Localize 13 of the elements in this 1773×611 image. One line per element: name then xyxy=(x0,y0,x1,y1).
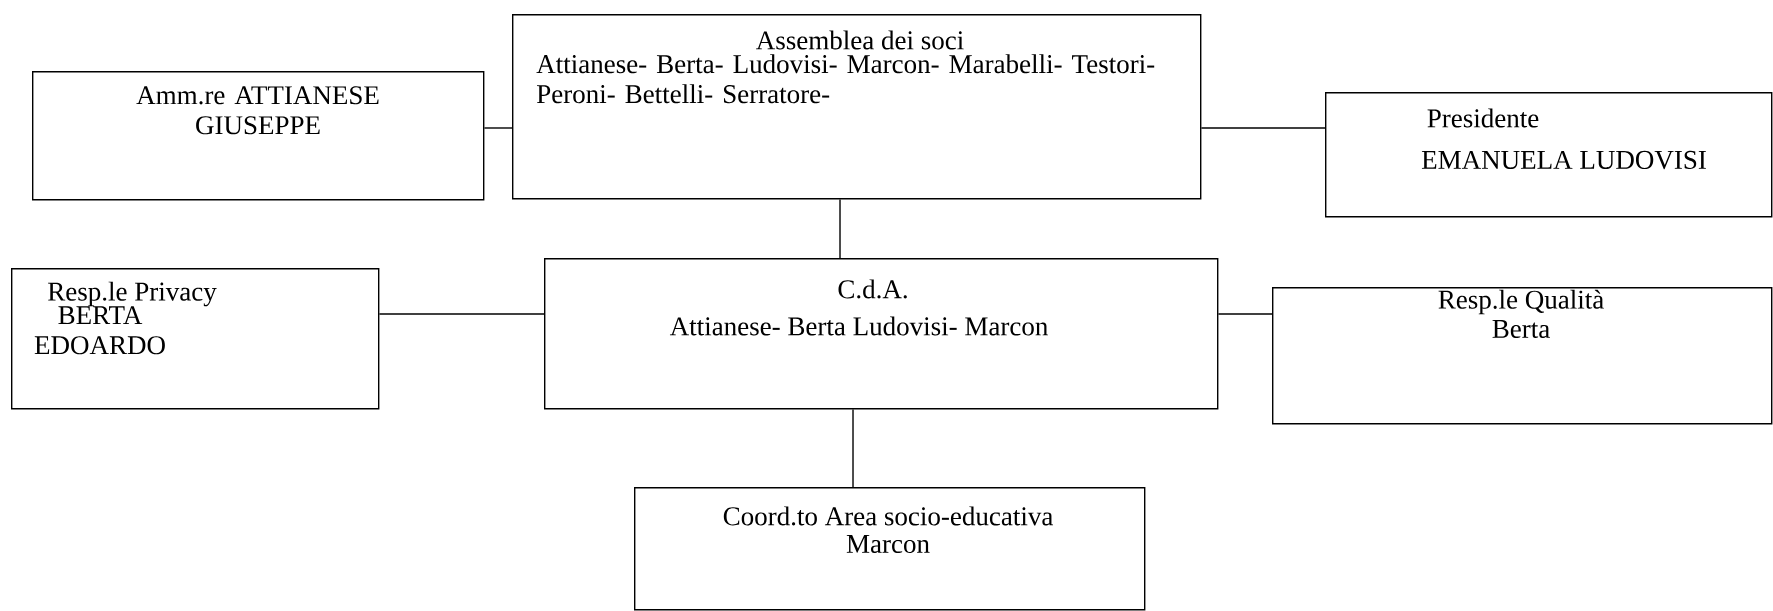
org-box: Amm.re ATTIANESE GIUSEPPE xyxy=(32,71,485,201)
org-box: Resp.le Qualità Berta xyxy=(1272,287,1773,425)
org-box: C.d.A. Attianese- Berta Ludovisi- Marcon xyxy=(544,258,1219,410)
connector-line xyxy=(852,408,854,488)
connector-line xyxy=(1217,313,1273,315)
org-box: Assemblea dei soci Attianese- Berta- Ludovisi- Marcon- Marabelli- Testori- Peroni- Bettelli- Serratore- xyxy=(512,14,1202,200)
org-box: Coord.to Area socio-educativa Marcon xyxy=(634,487,1146,611)
connector-line xyxy=(378,313,545,315)
connector-line xyxy=(483,127,513,129)
connector-line xyxy=(839,198,841,259)
connector-line xyxy=(1200,127,1326,129)
org-box: Presidente EMANUELA LUDOVISI xyxy=(1325,92,1773,218)
org-box: Resp.le Privacy BERTA EDOARDO xyxy=(11,268,380,410)
